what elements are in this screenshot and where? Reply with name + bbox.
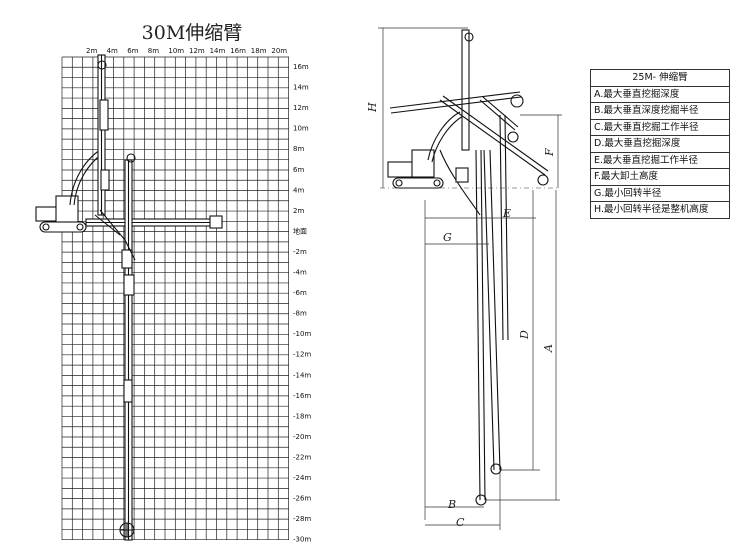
working-range-grid [61, 56, 289, 541]
dim-label-g: G [443, 231, 452, 244]
y-tick-label: -28m [293, 515, 311, 523]
dim-label-e: E [502, 207, 511, 220]
y-tick-label: 16m [293, 63, 309, 71]
y-tick-label: -8m [293, 310, 307, 318]
y-tick-label: 14m [293, 84, 309, 92]
dim-label-c: C [456, 516, 465, 529]
y-tick-label: -10m [293, 330, 311, 338]
legend-row: H.最小回转半径是整机高度 [590, 201, 730, 219]
left-excavator-drawing [35, 54, 223, 541]
dim-label-d: D [518, 330, 531, 340]
spec-legend-table: 25M- 伸缩臂 A.最大垂直挖掘深度 B.最大垂直深度挖掘半径 C.最大垂直挖… [590, 69, 730, 219]
y-tick-label: 4m [293, 186, 304, 194]
y-tick-label: -4m [293, 269, 307, 277]
x-tick-label: 12m [189, 47, 205, 55]
x-tick-label: 2m [86, 47, 97, 55]
y-tick-label: 12m [293, 104, 309, 112]
y-tick-label: -30m [293, 536, 311, 544]
y-tick-label: -18m [293, 412, 311, 420]
x-tick-label: 10m [168, 47, 184, 55]
y-tick-label: -12m [293, 351, 311, 359]
legend-row: F.最大卸土高度 [590, 168, 730, 186]
y-tick-label: -24m [293, 474, 311, 482]
x-tick-label: 4m [107, 47, 118, 55]
dim-label-f: F [543, 148, 556, 157]
y-tick-label: -2m [293, 248, 307, 256]
dim-label-h: H [366, 102, 379, 113]
y-tick-label: -6m [293, 289, 307, 297]
right-excavator-drawing [380, 29, 560, 506]
x-tick-label: 8m [148, 47, 159, 55]
left-diagram-title: 30M伸缩臂 [141, 22, 243, 44]
right-dimension-lines [378, 27, 562, 530]
legend-row: D.最大垂直挖掘深度 [590, 135, 730, 153]
y-tick-label: -14m [293, 371, 311, 379]
dim-label-b: B [447, 498, 456, 511]
y-tick-label: 8m [293, 145, 304, 153]
y-tick-label: -26m [293, 495, 311, 503]
y-tick-label: 10m [293, 125, 309, 133]
dimension-letters: H F E G D A B C [366, 102, 556, 529]
legend-row: G.最小回转半径 [590, 184, 730, 202]
x-tick-label: 18m [251, 47, 267, 55]
y-tick-label: 6m [293, 166, 304, 174]
legend-row: C.最大垂直挖掘工作半径 [590, 118, 730, 136]
y-tick-label: 地面 [293, 226, 307, 235]
y-tick-label: -16m [293, 392, 311, 400]
x-tick-label: 16m [230, 47, 246, 55]
y-tick-label: 2m [293, 207, 304, 215]
x-tick-label: 6m [127, 47, 138, 55]
x-tick-label: 20m [271, 47, 287, 55]
legend-header: 25M- 伸缩臂 [590, 69, 730, 87]
y-tick-label: -20m [293, 433, 311, 441]
dim-label-a: A [542, 344, 555, 353]
x-axis-tick-labels: 2m 4m 6m 8m 10m 12m 14m 16m 18m 20m [86, 47, 287, 55]
legend-row: A.最大垂直挖掘深度 [590, 85, 730, 103]
legend-row: E.最大垂直挖掘工作半径 [590, 151, 730, 169]
y-axis-tick-labels: 16m 14m 12m 10m 8m 6m 4m 2m 地面 -2m -4m -6m -8m -10m -1… [293, 63, 311, 544]
y-tick-label: -22m [293, 453, 311, 461]
x-tick-label: 14m [210, 47, 226, 55]
legend-row: B.最大垂直深度挖掘半径 [590, 102, 730, 120]
